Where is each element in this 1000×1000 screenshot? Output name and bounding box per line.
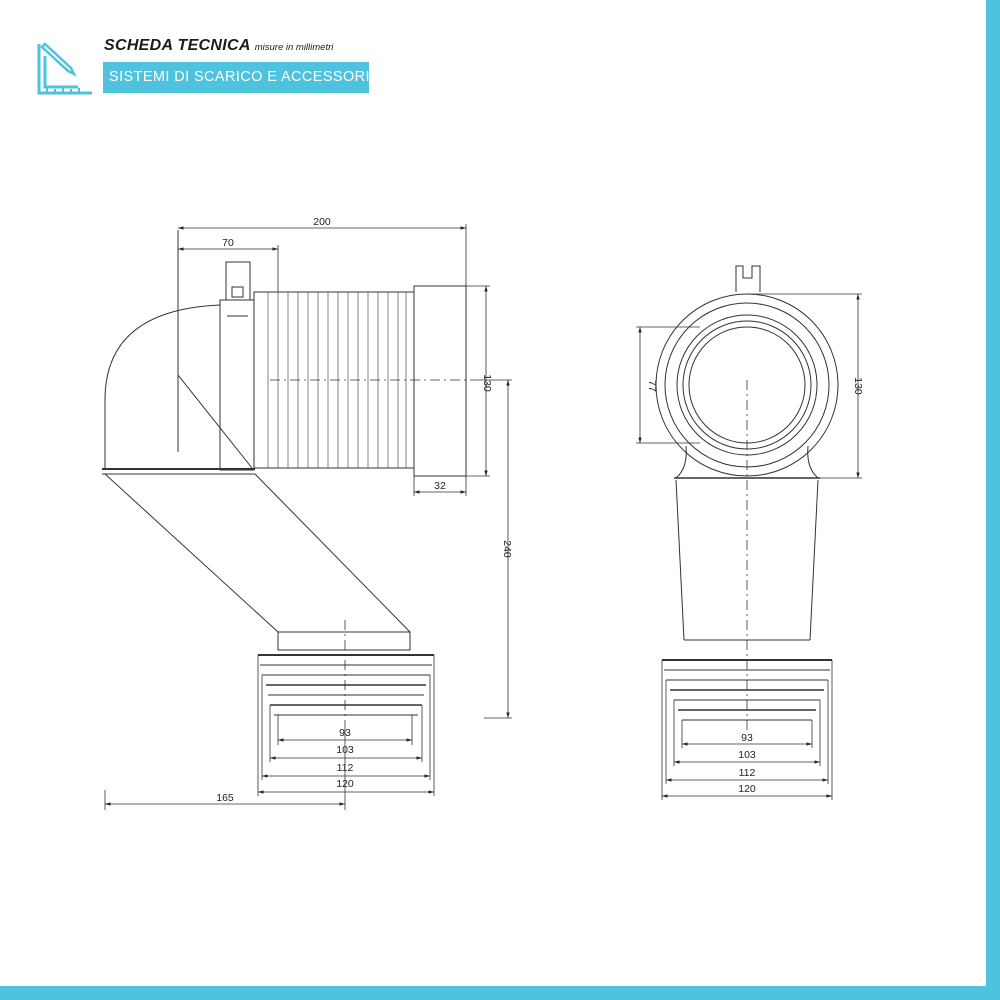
riser-left-edge bbox=[104, 473, 279, 633]
dim-200: 200 bbox=[313, 216, 331, 228]
dim-103: 103 bbox=[336, 744, 354, 756]
dim-112: 112 bbox=[337, 762, 354, 774]
riser-right-edge bbox=[254, 473, 411, 633]
dim-32: 32 bbox=[434, 480, 446, 492]
frame-border-bottom bbox=[0, 986, 1000, 1000]
dim-130: 130 bbox=[481, 374, 493, 392]
collar-tab bbox=[225, 261, 251, 300]
body-left-edge bbox=[675, 479, 685, 641]
side-view bbox=[102, 230, 470, 725]
dim-93: 93 bbox=[339, 727, 351, 739]
outlet-collar bbox=[277, 631, 411, 651]
front-tab bbox=[735, 265, 761, 292]
category-band: SISTEMI DI SCARICO E ACCESSORI bbox=[103, 62, 370, 93]
dim-103-front: 103 bbox=[738, 749, 756, 761]
elbow-bend bbox=[104, 304, 221, 470]
dim-120-front: 120 bbox=[738, 783, 756, 795]
frame-border-right bbox=[986, 0, 1000, 1000]
dim-240: 240 bbox=[501, 540, 513, 558]
dim-130-front: 130 bbox=[852, 377, 864, 395]
dim-70: 70 bbox=[222, 237, 234, 249]
dim-93-front: 93 bbox=[741, 732, 753, 744]
dim-112-front: 112 bbox=[739, 767, 756, 779]
front-view-dimension-labels: 77 130 93 103 112 120 bbox=[646, 377, 864, 795]
ruler-pencil-icon bbox=[37, 42, 92, 95]
side-view-dimensions bbox=[104, 224, 512, 810]
units-note: misure in millimetri bbox=[254, 42, 334, 53]
end-socket bbox=[413, 285, 467, 477]
side-view-dimension-labels: 200 70 130 32 240 93 103 112 120 165 bbox=[216, 216, 513, 804]
front-view bbox=[655, 265, 839, 730]
body-right-edge bbox=[809, 479, 819, 641]
pipe-collar bbox=[219, 299, 255, 471]
dim-77: 77 bbox=[646, 380, 658, 392]
dim-120: 120 bbox=[336, 778, 354, 790]
front-view-dimensions bbox=[636, 293, 862, 800]
outlet-seals bbox=[258, 654, 434, 716]
sheet-title-text: SCHEDA TECNICA bbox=[104, 37, 251, 54]
dim-165: 165 bbox=[216, 792, 234, 804]
